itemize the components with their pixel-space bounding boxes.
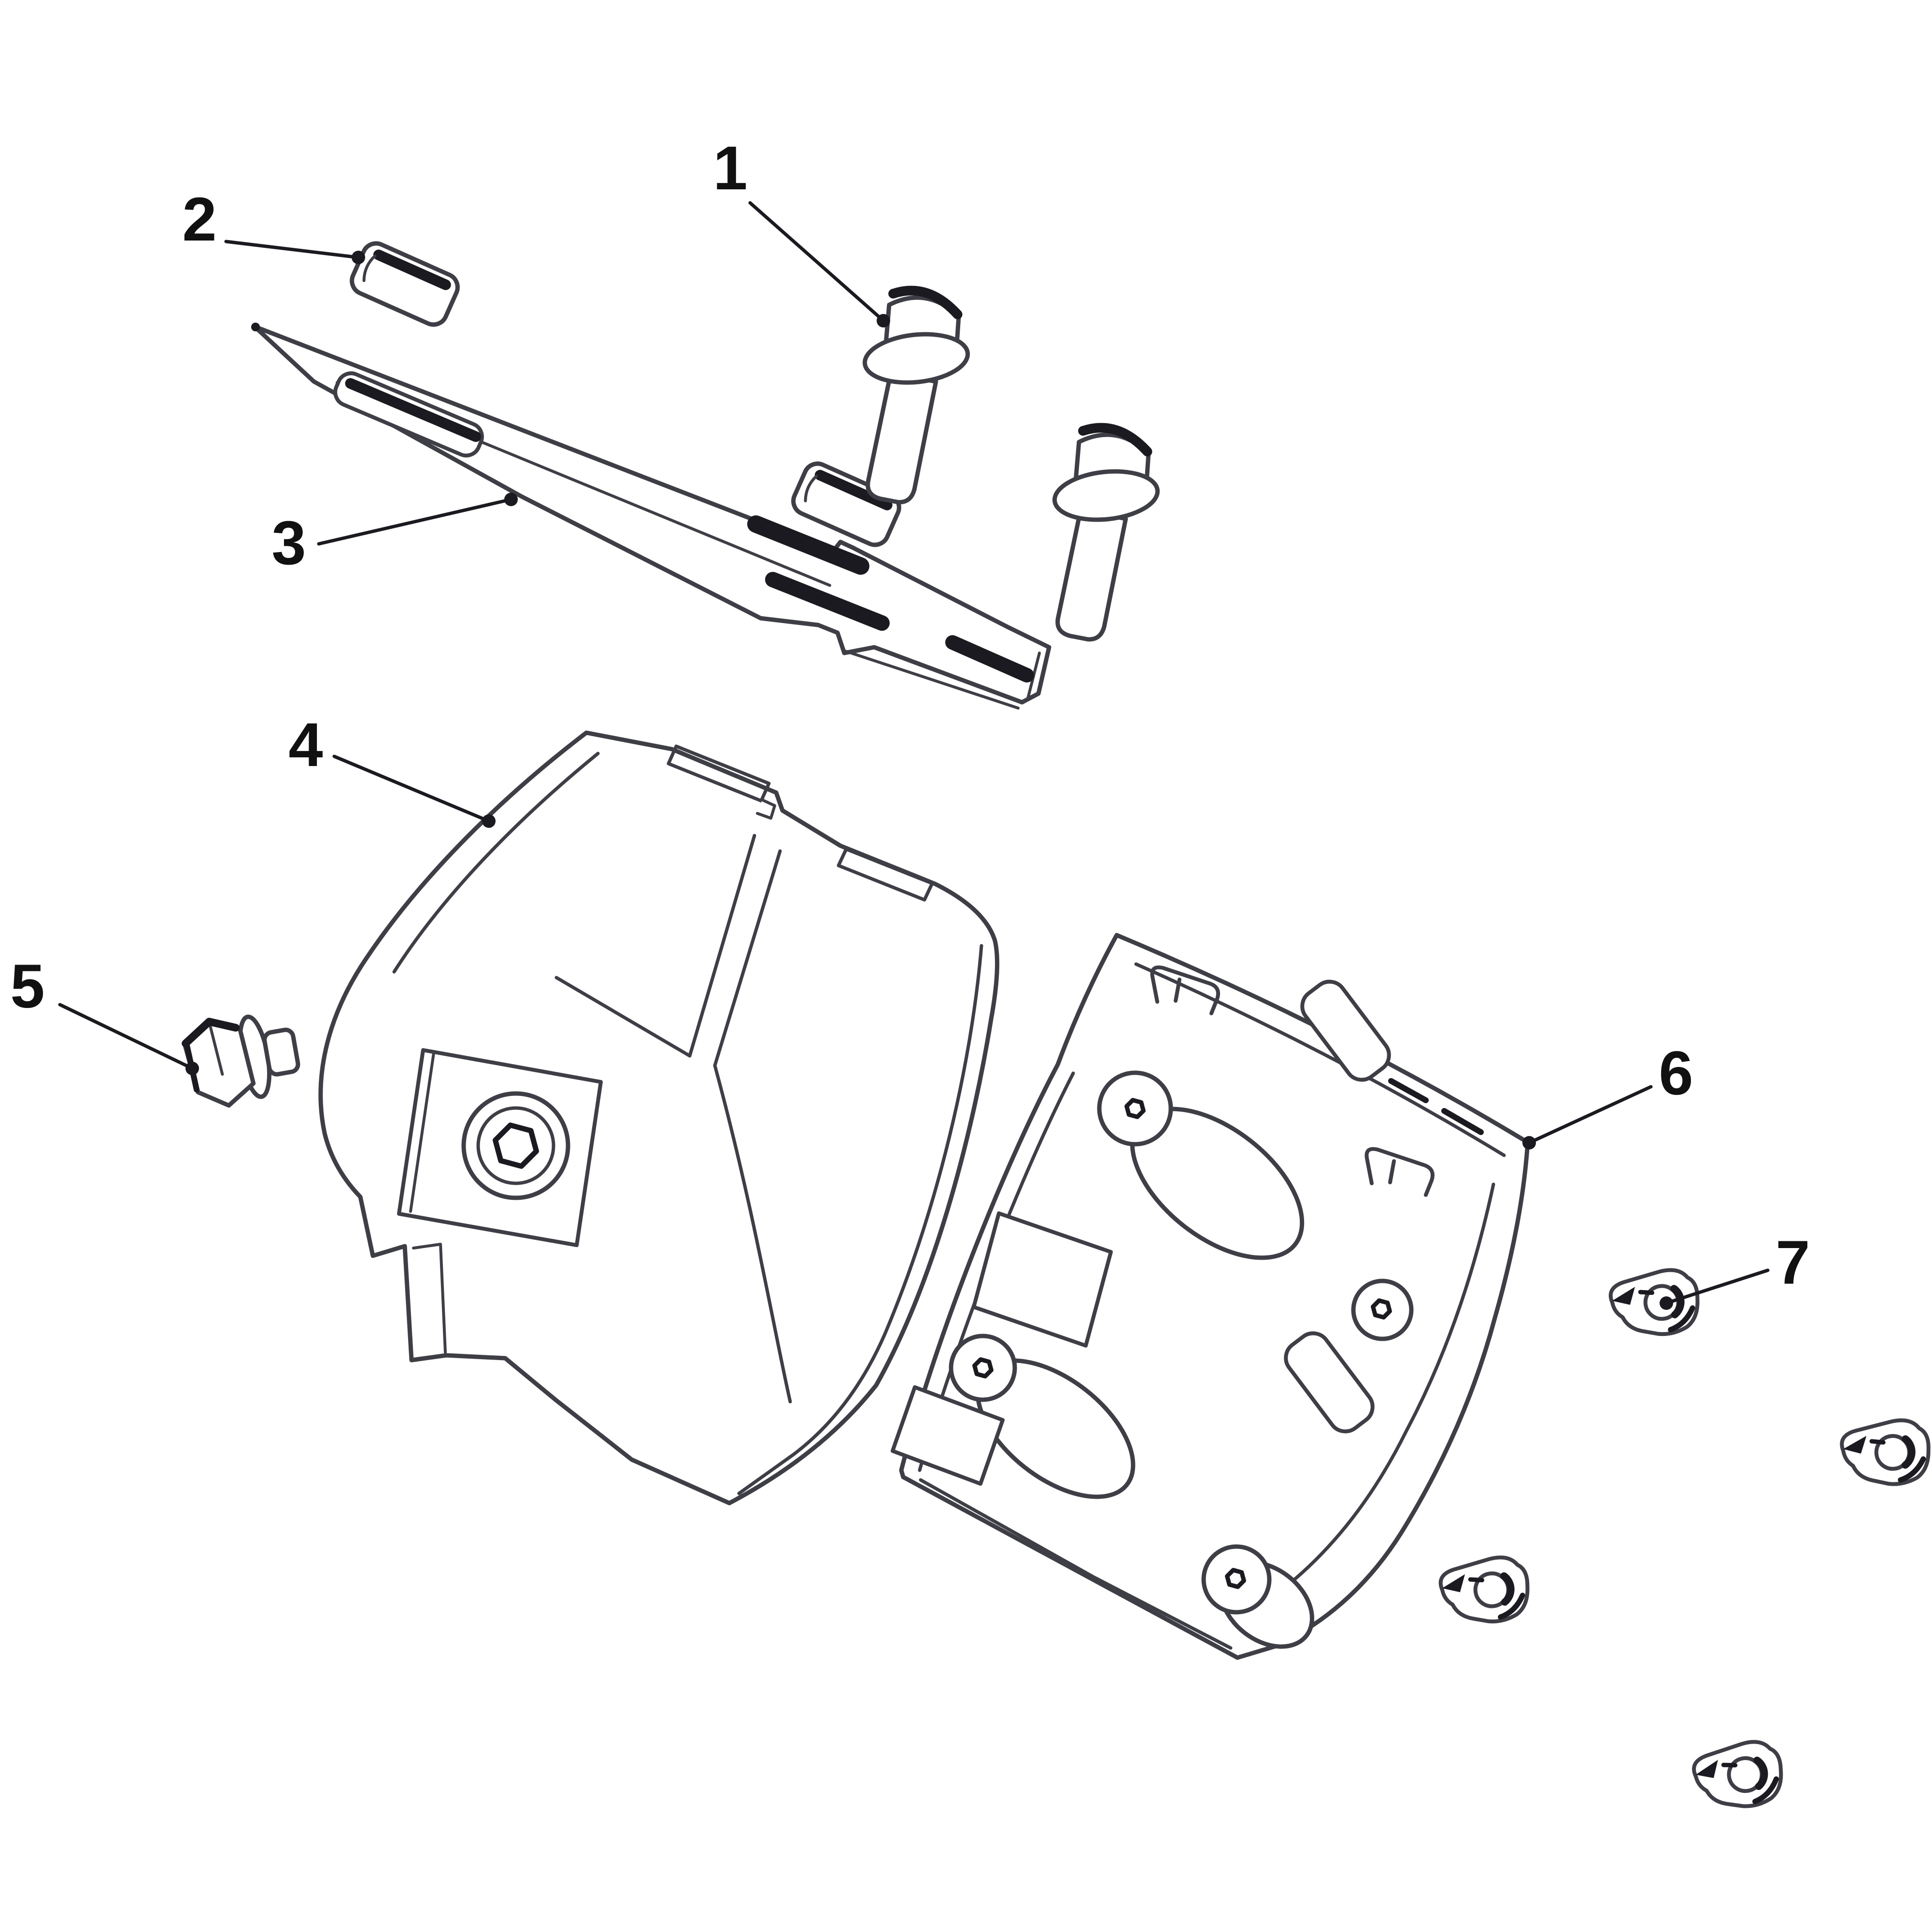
leader-line [58,1003,194,1070]
leader-line [748,201,885,323]
part-3-blade-bracket [251,323,1051,710]
leader-dot [1660,1296,1673,1310]
part-7-clip-nut-2 [1840,1419,1931,1488]
part-6-rear-panel [891,933,1530,1660]
callout-1: 1 [713,134,890,327]
hex-socket-screw [493,1122,539,1169]
leader-line [317,497,513,546]
part-2-spacer-a [348,239,462,329]
panel-edge-slot [1300,980,1391,1082]
leader-dot [1522,1136,1536,1150]
part-5-hex-bolt [182,1014,300,1108]
callout-4-label: 4 [288,710,323,780]
panel-boss [949,1334,1017,1402]
panel-cutout [972,1211,1113,1348]
blade-slot-dark [765,572,890,631]
leader-line [1527,1085,1653,1145]
callout-7: 7 [1660,1228,1810,1310]
cover-outline [318,730,999,1506]
part-7-clip-nut-3 [1438,1555,1531,1627]
callout-7-label: 7 [1776,1228,1810,1297]
callout-3: 3 [271,493,518,578]
panel-edge-slot [1284,1331,1375,1434]
panel-cutout [891,1385,1005,1486]
callout-6-label: 6 [1659,1039,1693,1108]
callout-6: 6 [1522,1039,1693,1150]
blade-slot [333,371,484,458]
leader-line [332,754,491,823]
leader-dot [352,251,365,264]
leader-line [224,240,360,259]
part-1-flange-bolt-b [1031,422,1171,647]
leader-line [1664,1268,1770,1305]
callout-2: 2 [182,185,365,264]
cover-side-tab [837,847,934,902]
callout-4: 4 [288,710,496,828]
part-7-clip-nut-1 [1608,1267,1701,1339]
part-7-clip-nut-4 [1691,1738,1785,1813]
part-1-flange-bolt-a [841,284,981,510]
leader-dot [185,1062,199,1075]
callout-1-label: 1 [713,134,747,203]
blade-slot-dark [747,515,869,575]
leader-dot [504,493,518,506]
leader-dot [482,814,496,828]
callout-3-label: 3 [271,509,306,578]
panel-boss [1097,1070,1173,1147]
part-4-front-cover [318,730,999,1506]
callout-2-label: 2 [182,185,216,254]
callout-5-label: 5 [10,952,44,1021]
blade-slot-dark [945,635,1034,682]
callout-5: 5 [10,952,199,1075]
blade-tip-dot [251,323,260,331]
leader-dot [877,314,890,327]
panel-boss [1351,1279,1414,1341]
panel-boss [1201,1544,1272,1615]
